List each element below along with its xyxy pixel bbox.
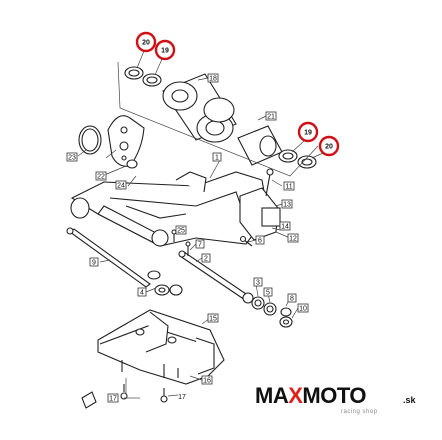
nut-washer-stack (279, 307, 293, 328)
callout-label: 7 (198, 242, 202, 249)
callout-23: 23 (66, 152, 78, 162)
callout-label: 3 (256, 280, 260, 287)
logo-text-ma: MA (255, 383, 289, 408)
circlip-ring (78, 125, 102, 155)
callout-10: 10 (297, 303, 309, 313)
callout-8: 8 (287, 293, 297, 303)
callout-11: 11 (283, 181, 295, 191)
callout-label: 17 (109, 396, 117, 403)
skid-plate (97, 309, 225, 385)
callout-label: 14 (281, 224, 289, 231)
small-bolt (185, 241, 191, 256)
pivot-shaft-right (178, 250, 253, 303)
callout-label: 12 (289, 236, 297, 243)
swing-arm (70, 171, 269, 247)
callout-label: 17 (178, 394, 186, 401)
callout-label: 10 (299, 306, 307, 313)
callout-label: 15 (209, 316, 217, 323)
callout-17-left: 17 (107, 393, 119, 403)
pivot-collar (237, 125, 283, 166)
logo-tagline: racing shop (341, 409, 378, 415)
highlight-20-right: 20 (311, 135, 340, 159)
pivot-bushing-sleeve (162, 73, 237, 143)
callout-15: 15 (207, 313, 219, 323)
callout-24: 24 (115, 180, 127, 190)
callout-2: 2 (201, 253, 211, 263)
callout-16: 16 (201, 375, 213, 385)
highlight-20-left: 20 (135, 31, 157, 69)
callout-label: 11 (285, 184, 292, 191)
highlight-label: 20 (325, 144, 333, 151)
maxmoto-logo: MAXMOTO .sk racing shop (255, 383, 417, 415)
callout-21: 21 (265, 111, 277, 121)
skid-plate-bolts (120, 360, 179, 403)
small-collar (126, 159, 138, 169)
callout-22: 22 (95, 171, 107, 181)
callout-label: 8 (290, 296, 294, 303)
highlight-19-left: 19 (154, 39, 176, 76)
callout-label: 4 (140, 290, 144, 297)
callout-14: 14 (279, 221, 291, 231)
highlight-19-right: 19 (291, 121, 319, 153)
bush-washer-left (147, 270, 183, 296)
callout-6: 6 (255, 235, 265, 245)
callout-label: 22 (97, 174, 105, 181)
callout-label: 6 (258, 238, 262, 245)
callout-label: 1 (215, 155, 219, 162)
highlight-label: 19 (161, 48, 169, 55)
pivot-shaft-long (66, 227, 151, 288)
callout-25: 25 (175, 225, 187, 235)
callout-5: 5 (263, 287, 273, 297)
callout-3: 3 (253, 277, 263, 287)
callout-label: 13 (283, 202, 291, 209)
chain-guide-bracket (107, 115, 145, 167)
callout-label: 25 (177, 228, 185, 235)
callout-17-right: 17 (178, 394, 186, 401)
svg-text:MAXMOTO: MAXMOTO (255, 383, 366, 408)
right-seal-rings (278, 149, 317, 169)
callout-label: 9 (92, 260, 96, 267)
callout-label: 24 (117, 183, 125, 190)
callout-label: 21 (267, 114, 275, 121)
callout-label: 5 (266, 290, 270, 297)
adjuster-bolt (239, 168, 274, 247)
callout-label: 18 (209, 76, 217, 83)
callout-label: 16 (203, 378, 211, 385)
callout-4: 4 (137, 287, 147, 297)
callout-13: 13 (281, 199, 293, 209)
callout-label: 23 (68, 155, 76, 162)
callout-7: 7 (195, 239, 205, 249)
logo-text-x: X (288, 383, 303, 408)
highlight-label: 20 (142, 40, 150, 47)
callout-9: 9 (89, 257, 99, 267)
highlight-label: 19 (304, 130, 312, 137)
logo-suffix: .sk (403, 395, 417, 405)
left-seal-rings (124, 66, 162, 87)
callout-12: 12 (287, 233, 299, 243)
callout-label: 2 (204, 256, 208, 263)
label-sticker (81, 391, 97, 409)
logo-text-moto: MOTO (302, 383, 366, 408)
callout-18: 18 (207, 73, 219, 83)
bearing-stack (242, 292, 277, 316)
callout-1: 1 (212, 152, 222, 162)
